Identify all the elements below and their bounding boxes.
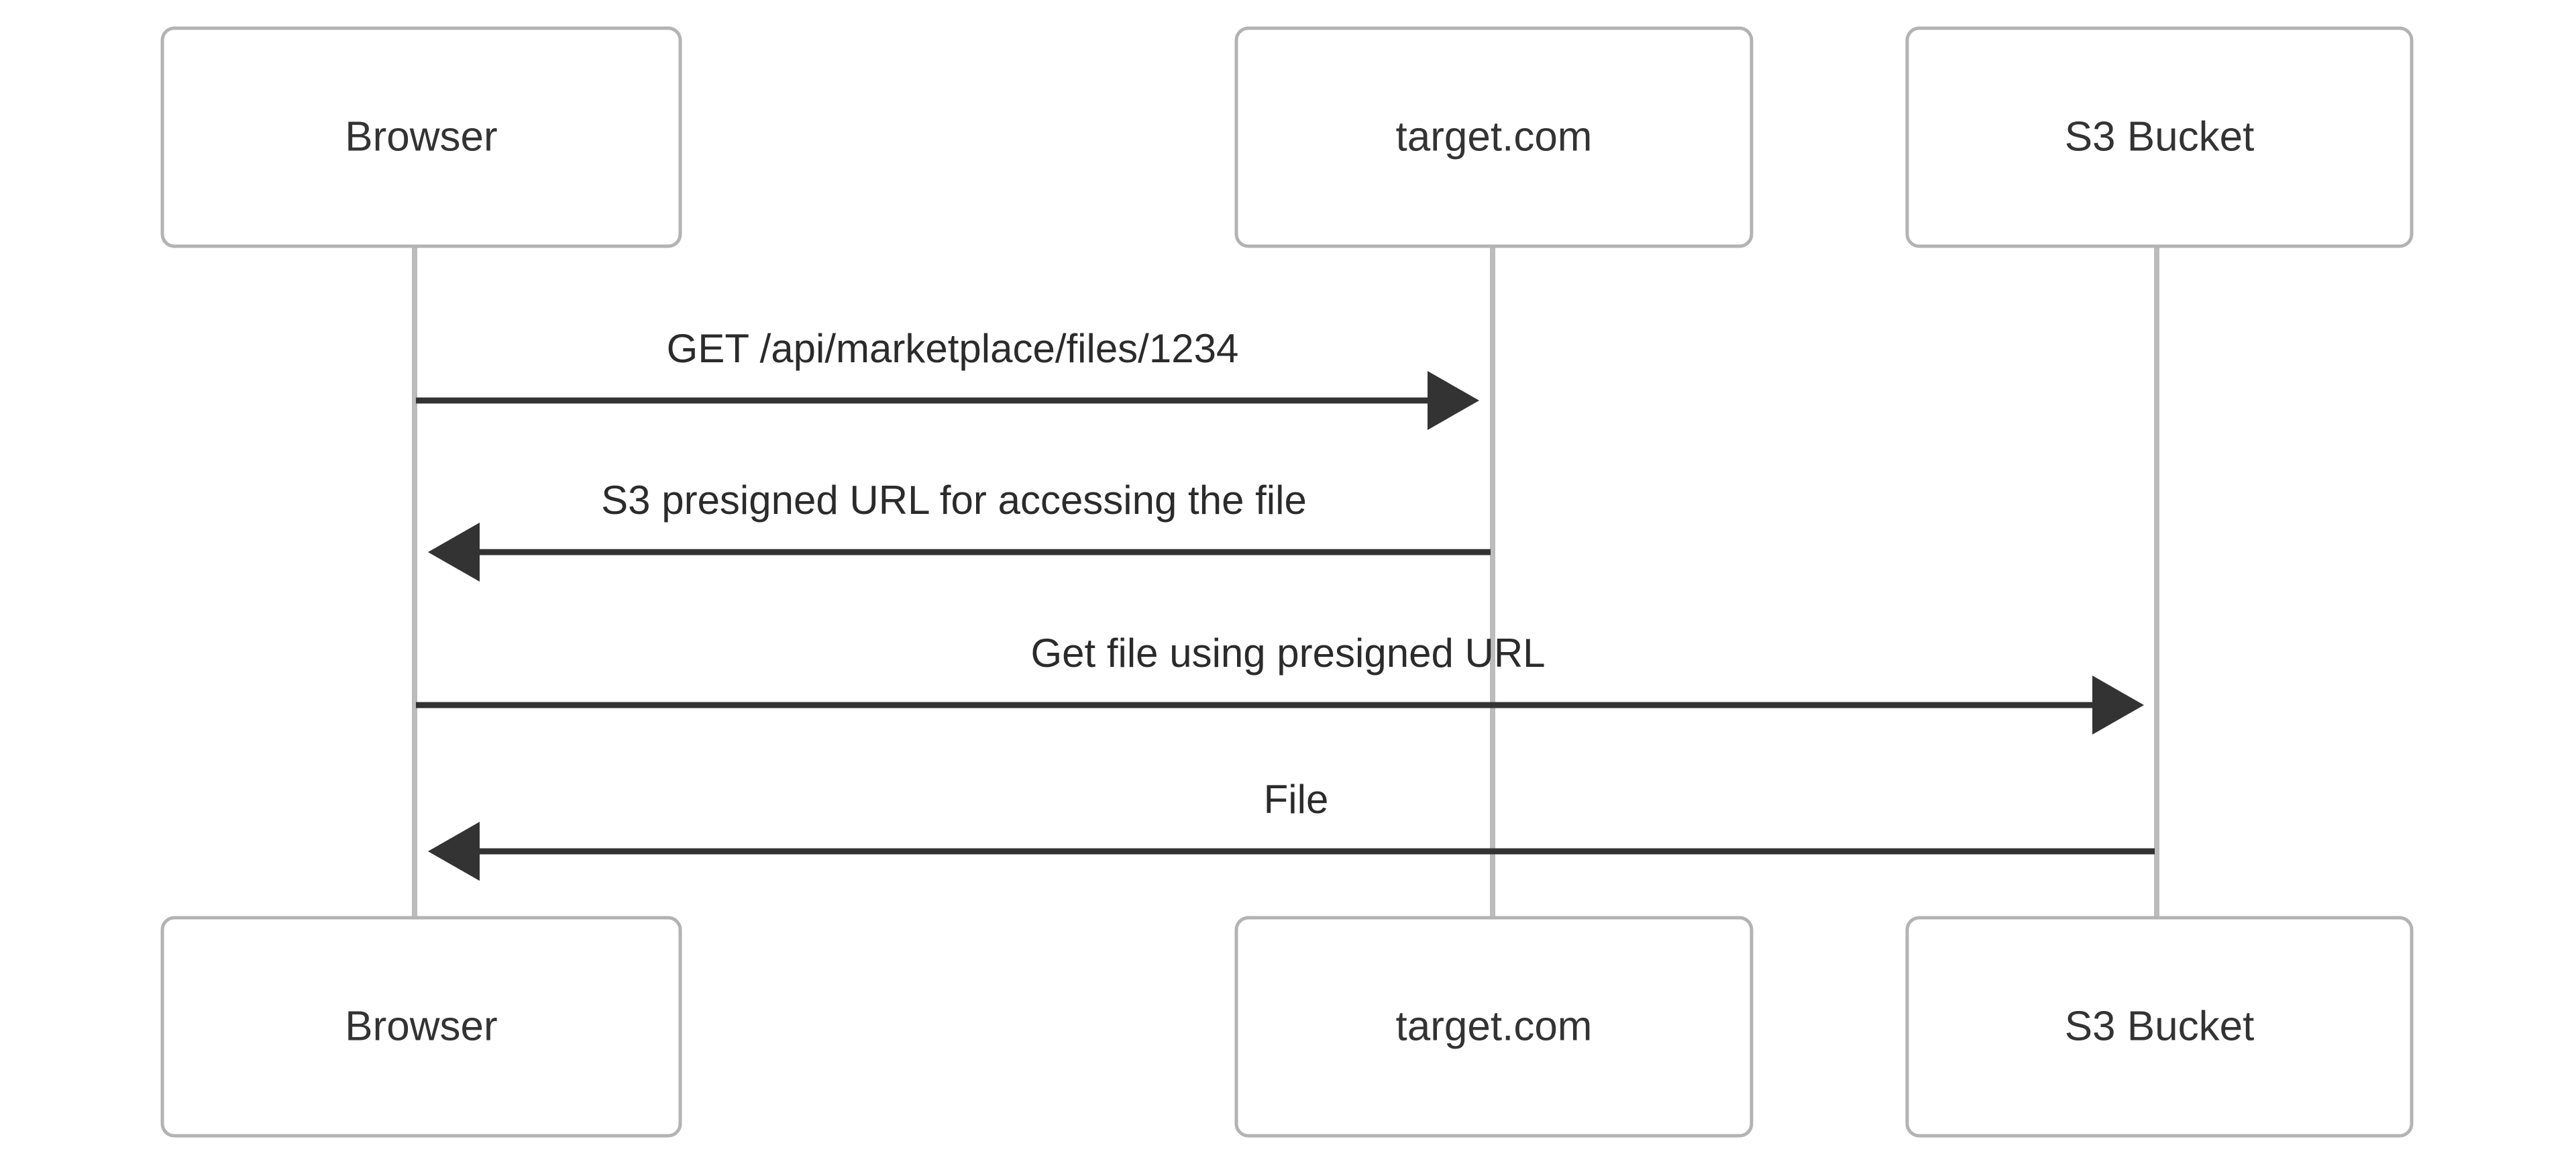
message-label-2: S3 presigned URL for accessing the file — [601, 478, 1307, 523]
participant-label-target-top: target.com — [1396, 113, 1593, 160]
message-2[interactable]: S3 presigned URL for accessing the file — [428, 478, 1491, 582]
participant-label-s3-top: S3 Bucket — [2065, 113, 2255, 160]
participant-box-s3-top[interactable] — [1905, 26, 2414, 248]
participant-label-browser-top: Browser — [345, 113, 497, 160]
participant-box-browser-top[interactable] — [160, 26, 682, 248]
arrowhead-left-icon-2 — [428, 523, 480, 582]
arrowhead-right-icon-3 — [2092, 676, 2144, 735]
message-1[interactable]: GET /api/marketplace/files/1234 — [416, 326, 1479, 430]
message-label-3: Get file using presigned URL — [1030, 631, 1545, 676]
message-4[interactable]: File — [428, 777, 2155, 881]
message-3[interactable]: Get file using presigned URL — [416, 631, 2144, 735]
participant-box-target-bottom[interactable] — [1234, 916, 1754, 1138]
participant-label-s3-bottom: S3 Bucket — [2065, 1003, 2255, 1049]
participant-boxes-top: Browser target.com S3 Bucket — [160, 26, 2414, 248]
participant-boxes-bottom: Browser target.com S3 Bucket — [160, 916, 2414, 1138]
participant-label-target-bottom: target.com — [1396, 1003, 1593, 1049]
lifelines — [412, 246, 2159, 919]
participant-box-s3-bottom[interactable] — [1905, 916, 2414, 1138]
arrowhead-right-icon-1 — [1428, 371, 1479, 430]
arrowhead-left-icon-4 — [428, 822, 480, 881]
participant-box-target-top[interactable] — [1234, 26, 1754, 248]
message-label-1: GET /api/marketplace/files/1234 — [667, 326, 1239, 371]
participant-box-browser-bottom[interactable] — [160, 916, 682, 1138]
message-label-4: File — [1264, 777, 1329, 822]
participant-label-browser-bottom: Browser — [345, 1003, 497, 1049]
